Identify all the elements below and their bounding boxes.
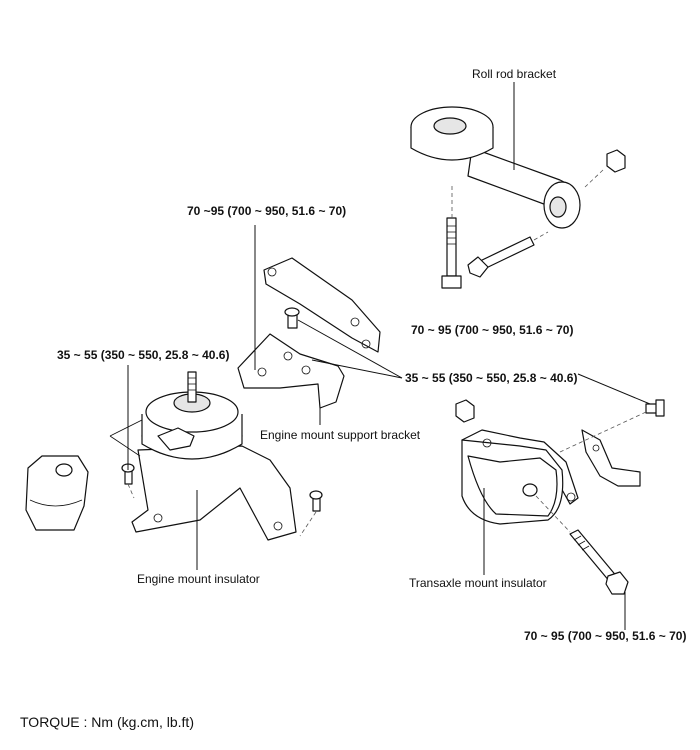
engine-mount-support-bracket-label: Engine mount support bracket	[260, 428, 421, 442]
engine-mount-insulator-label: Engine mount insulator	[137, 572, 260, 586]
engine-mount-right-bolt	[299, 490, 323, 537]
engine-mount-support-bracket	[237, 257, 381, 409]
roll-rod-torque-label: 70 ~ 95 (700 ~ 950, 51.6 ~ 70)	[411, 323, 574, 337]
engine-mount-insulator	[131, 371, 297, 541]
roll-rod-vertical-bolt	[441, 186, 462, 289]
torque-units-note: TORQUE : Nm (kg.cm, lb.ft)	[20, 714, 194, 730]
transaxle-through-bolt	[535, 495, 629, 595]
support-bracket-torque-label: 70 ~95 (700 ~ 950, 51.6 ~ 70)	[187, 204, 347, 218]
engine-mount-torque-label: 35 ~ 55 (350 ~ 550, 25.8 ~ 40.6)	[57, 348, 230, 362]
transaxle-torque-label: 70 ~ 95 (700 ~ 950, 51.6 ~ 70)	[524, 629, 687, 643]
engine-mount-cover	[25, 455, 89, 531]
roll-rod-angled-bolt	[467, 231, 549, 278]
transaxle-mount-insulator-label: Transaxle mount insulator	[409, 576, 547, 590]
transaxle-mount-insulator	[455, 399, 579, 525]
transaxle-side-bracket	[581, 429, 641, 487]
transaxle-upper-bolt	[559, 399, 665, 453]
support-bolts-torque-label: 35 ~ 55 (350 ~ 550, 25.8 ~ 40.6)	[405, 371, 578, 385]
roll-rod-bracket-label: Roll rod bracket	[472, 67, 557, 81]
roll-rod-bracket	[410, 106, 626, 229]
